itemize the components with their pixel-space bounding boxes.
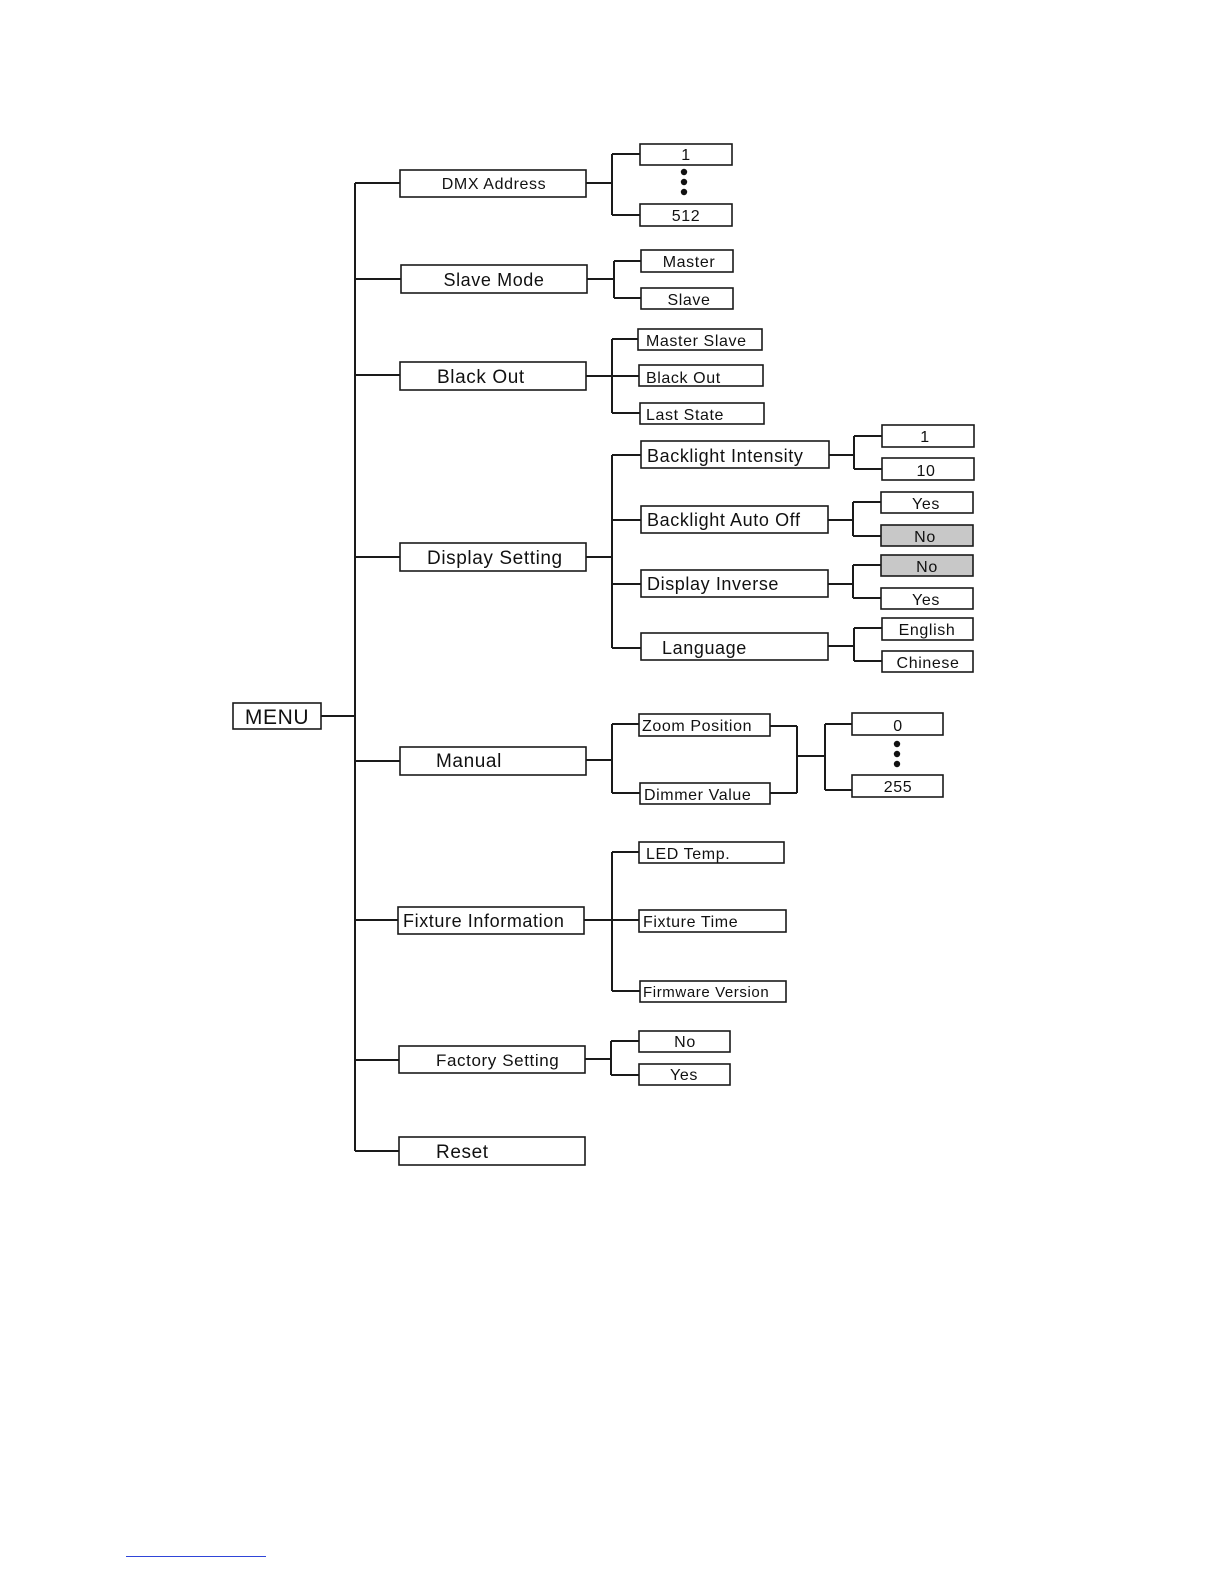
option-label: Black Out [646, 370, 721, 387]
menu-item-label: Manual [436, 751, 502, 772]
option-master-slave[interactable]: Master Slave [637, 328, 763, 351]
menu-item-label: Slave Mode [443, 270, 544, 290]
option-label: 512 [672, 208, 701, 225]
submenu-led-temp[interactable]: LED Temp. [638, 841, 785, 864]
submenu-language[interactable]: Language [640, 632, 829, 661]
option-black-out[interactable]: Black Out [638, 364, 764, 387]
menu-item-slave-mode[interactable]: Slave Mode [400, 264, 588, 294]
option-label: 1 [681, 147, 691, 164]
menu-item-label: Fixture Information [403, 911, 564, 931]
ellipsis-dmx [680, 168, 688, 196]
submenu-label: LED Temp. [646, 846, 730, 863]
option-label: Last State [646, 407, 724, 424]
option-range-255[interactable]: 255 [851, 774, 944, 798]
submenu-label: Backlight Intensity [647, 446, 803, 466]
option-label: Slave [667, 292, 710, 309]
menu-item-label: Factory Setting [436, 1051, 559, 1070]
menu-item-label: Display Setting [427, 548, 563, 569]
option-label: 0 [893, 718, 903, 735]
option-label: Master [663, 254, 716, 271]
option-factory-no[interactable]: No [638, 1030, 731, 1053]
menu-item-reset[interactable]: Reset [398, 1136, 586, 1166]
menu-item-label: Black Out [437, 367, 525, 388]
option-chinese[interactable]: Chinese [881, 650, 974, 673]
submenu-display-inverse[interactable]: Display Inverse [640, 569, 829, 598]
submenu-label: Fixture Time [643, 914, 738, 931]
option-label: Master Slave [646, 333, 747, 350]
menu-root-label: MENU [245, 706, 309, 729]
option-label: 1 [920, 429, 930, 446]
option-slave[interactable]: Slave [640, 287, 734, 310]
submenu-label: Backlight Auto Off [647, 510, 801, 530]
submenu-zoom-position[interactable]: Zoom Position [638, 713, 771, 737]
option-master[interactable]: Master [640, 249, 734, 273]
submenu-label: Display Inverse [647, 574, 779, 594]
submenu-label: Firmware Version [643, 984, 769, 1001]
option-label: Yes [912, 496, 940, 513]
option-label: 255 [884, 779, 913, 796]
menu-root-node[interactable]: MENU [232, 702, 322, 730]
option-label: No [916, 559, 938, 576]
option-label: No [914, 529, 936, 546]
menu-item-manual[interactable]: Manual [399, 746, 587, 776]
submenu-dimmer-value[interactable]: Dimmer Value [639, 782, 771, 805]
option-label: Yes [912, 592, 940, 609]
option-dmx-512[interactable]: 512 [639, 203, 733, 227]
option-intensity-1[interactable]: 1 [881, 424, 975, 448]
option-factory-yes[interactable]: Yes [638, 1063, 731, 1086]
menu-item-display-setting[interactable]: Display Setting [399, 542, 587, 572]
option-label: No [674, 1034, 696, 1051]
option-auto-off-yes[interactable]: Yes [880, 491, 974, 514]
footer-link-underline[interactable] [126, 1556, 266, 1557]
submenu-fixture-time[interactable]: Fixture Time [638, 909, 787, 933]
option-label: English [899, 622, 956, 639]
submenu-label: Dimmer Value [644, 787, 751, 804]
option-range-0[interactable]: 0 [851, 712, 944, 736]
option-auto-off-no-selected[interactable]: No [880, 524, 974, 547]
option-intensity-10[interactable]: 10 [881, 457, 975, 481]
option-english[interactable]: English [881, 617, 974, 641]
submenu-label: Language [662, 638, 747, 658]
connector-lines [321, 153, 882, 1152]
menu-item-black-out[interactable]: Black Out [399, 361, 587, 391]
option-label: 10 [917, 463, 936, 480]
menu-item-label: Reset [436, 1142, 489, 1163]
submenu-backlight-intensity[interactable]: Backlight Intensity [640, 440, 830, 469]
option-inverse-no-selected[interactable]: No [880, 554, 974, 577]
menu-item-dmx-address[interactable]: DMX Address [399, 169, 587, 198]
menu-item-fixture-information[interactable]: Fixture Information [397, 906, 585, 935]
option-label: Chinese [897, 655, 960, 672]
menu-item-label: DMX Address [442, 176, 546, 193]
option-dmx-1[interactable]: 1 [639, 143, 733, 166]
submenu-firmware-version[interactable]: Firmware Version [639, 980, 787, 1003]
submenu-label: Zoom Position [642, 718, 752, 735]
option-label: Yes [670, 1067, 698, 1084]
submenu-backlight-auto-off[interactable]: Backlight Auto Off [640, 505, 829, 534]
option-inverse-yes[interactable]: Yes [880, 587, 974, 610]
option-last-state[interactable]: Last State [639, 402, 765, 425]
menu-item-factory-setting[interactable]: Factory Setting [398, 1045, 586, 1074]
ellipsis-manual [893, 740, 901, 768]
